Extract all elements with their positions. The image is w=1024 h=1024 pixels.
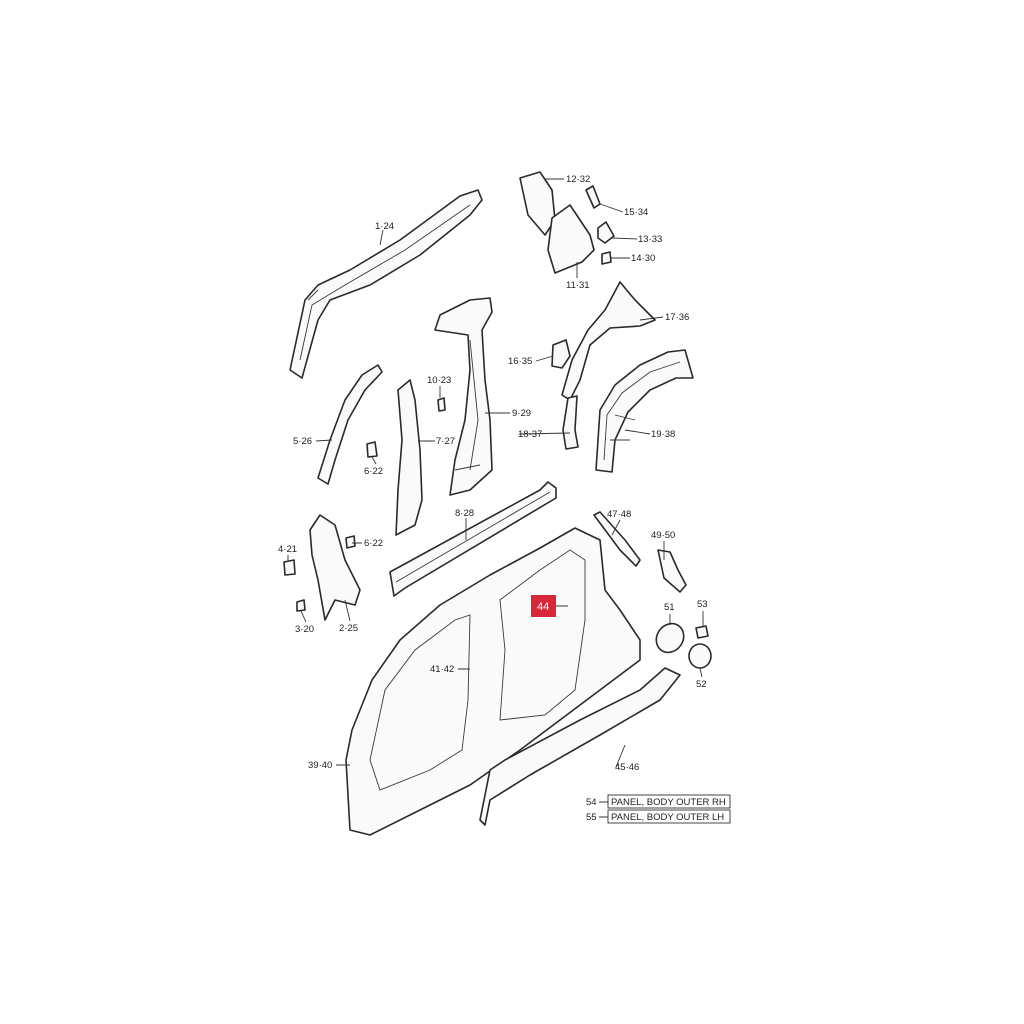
part-front-door-opening [369,614,471,791]
part-3-20[interactable] [296,599,306,612]
part-6-22-lower[interactable] [345,535,356,549]
label-18-37: 18·37 [518,429,542,440]
part-rear-door-opening [499,549,586,721]
legend-lh: 55 PANEL, BODY OUTER LH [586,809,731,824]
label-4-21: 4·21 [278,544,297,555]
part-roof-rail[interactable] [289,189,483,379]
part-wheelhouse-upper[interactable] [561,281,656,401]
label-53: 53 [697,599,708,610]
part-wheelhouse-outer-detail [603,361,681,461]
label-12-32: 12·32 [566,174,590,185]
part-rear-pillar-inner[interactable] [547,204,595,274]
part-15-34[interactable] [585,185,601,209]
label-45-46: 45·46 [615,762,639,773]
part-6-22-upper[interactable] [366,441,378,458]
label-41-42: 41·42 [430,664,454,675]
part-rear-upper-bracket[interactable] [519,171,556,236]
label-49-50: 49·50 [651,530,675,541]
label-39-40: 39·40 [308,760,332,771]
label-44-highlighted[interactable]: 44 [537,601,549,613]
part-4-21[interactable] [283,559,296,576]
label-7-27: 7·27 [436,436,455,447]
label-9-29: 9·29 [512,408,531,419]
part-fuel-door[interactable] [688,643,712,669]
part-wheelhouse-outer[interactable] [595,349,694,473]
legend-rh: 54 PANEL, BODY OUTER RH [586,794,731,809]
label-8-28: 8·28 [455,508,474,519]
part-18-37[interactable] [562,395,579,450]
label-3-20: 3·20 [295,624,314,635]
label-16-35: 16·35 [508,356,532,367]
label-10-23: 10·23 [427,375,451,386]
part-front-pillar-lower[interactable] [309,514,361,621]
legend-box-54 [607,794,731,809]
part-16-35[interactable] [551,339,571,369]
part-47-48[interactable] [593,511,641,567]
label-2-25: 2·25 [339,623,358,634]
part-fuel-housing[interactable] [651,618,690,657]
label-6-22-upper: 6·22 [364,466,383,477]
part-b-pillar-inner[interactable] [434,297,493,496]
label-6-22-lower: 6·22 [364,538,383,549]
label-5-26: 5·26 [293,436,312,447]
part-13-33[interactable] [597,221,615,244]
label-52: 52 [696,679,707,690]
highlight-44-box[interactable] [531,595,556,617]
label-11-31: 11·31 [566,280,590,291]
legend-num-54: 54 [586,797,597,808]
part-14-30[interactable] [601,251,612,265]
part-body-outer-front[interactable] [345,527,641,836]
part-10-23[interactable] [437,397,446,412]
legend-num-55: 55 [586,812,597,823]
label-14-30: 14·30 [631,253,655,264]
label-19-38: 19·38 [651,429,675,440]
part-roof-rail-detail [299,204,471,361]
label-51: 51 [664,602,675,613]
leader-lines [287,178,704,818]
label-15-34: 15·34 [624,207,648,218]
part-side-sill-detail [395,491,551,583]
part-outer-sill[interactable] [479,667,681,826]
legend-box-55 [607,809,731,824]
legend-text-55: PANEL, BODY OUTER LH [611,812,724,823]
part-53[interactable] [695,625,709,639]
part-b-pillar-detail [454,339,481,471]
label-47-48: 47·48 [607,509,631,520]
label-13-33: 13·33 [638,234,662,245]
part-a-pillar-inner[interactable] [395,379,423,536]
part-a-pillar-upper[interactable] [317,364,383,485]
label-1-24: 1·24 [375,221,394,232]
part-side-sill-inner[interactable] [389,481,557,597]
legend-text-54: PANEL, BODY OUTER RH [611,797,726,808]
part-49-50[interactable] [657,549,687,593]
label-17-36: 17·36 [665,312,689,323]
